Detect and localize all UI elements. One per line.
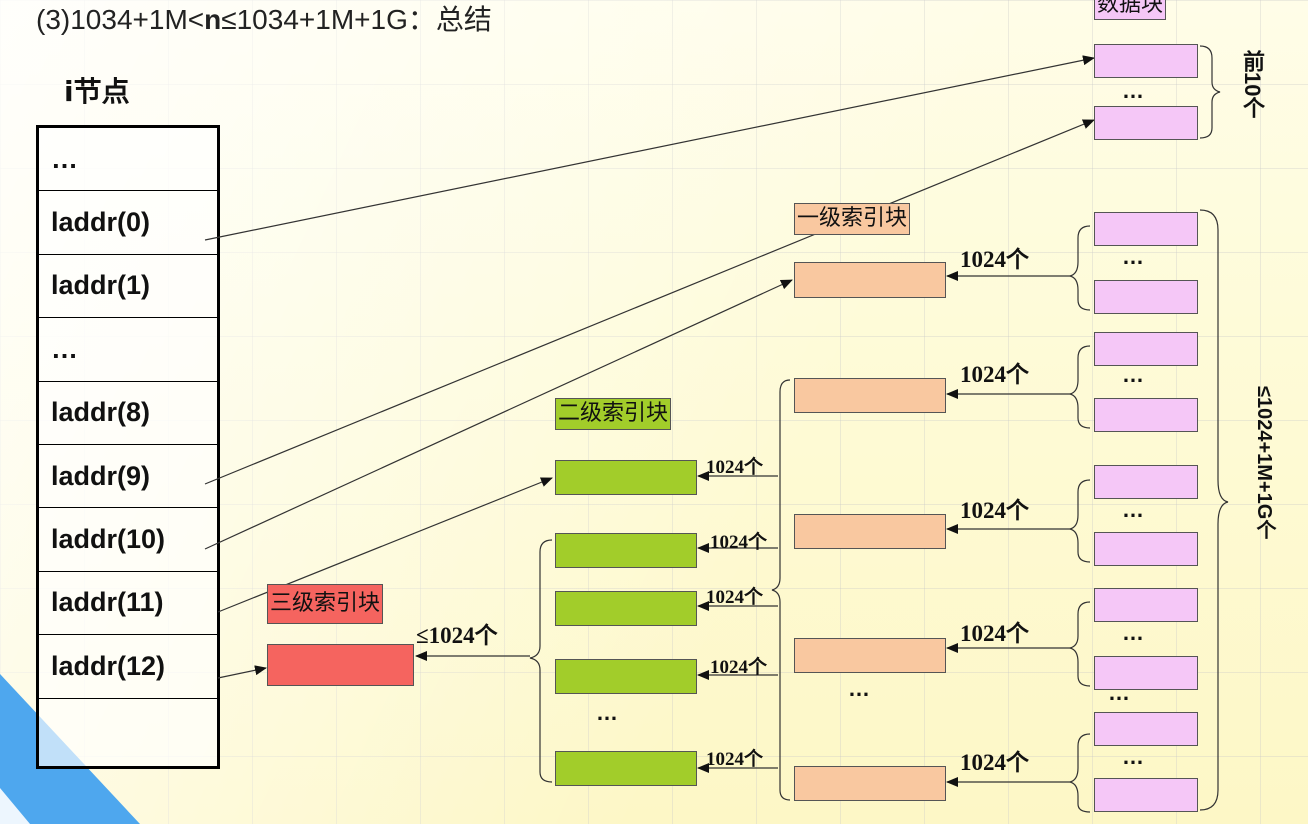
inode-row-laddr12: laddr(12) <box>39 635 217 699</box>
second-level-block <box>555 659 697 694</box>
inode-row-laddr9: laddr(9) <box>39 445 217 509</box>
second-level-block <box>555 460 697 495</box>
data-block <box>1094 656 1198 690</box>
data-block <box>1094 398 1198 432</box>
inode-row-laddr0: laddr(0) <box>39 191 217 255</box>
data-block <box>1094 712 1198 746</box>
ellipsis: … <box>1122 244 1144 269</box>
count-label: 1024个 <box>960 498 1029 523</box>
count-label: 1024个 <box>706 749 764 770</box>
data-block <box>1094 280 1198 314</box>
second-level-block <box>555 751 697 786</box>
inode-row-laddr10: laddr(10) <box>39 508 217 572</box>
data-block <box>1094 778 1198 812</box>
data-block-label: 数据块 <box>1094 0 1167 20</box>
count-label: 1024个 <box>960 362 1029 387</box>
ellipsis: … <box>1122 362 1144 387</box>
data-block <box>1094 332 1198 366</box>
count-label: 1024个 <box>960 247 1029 272</box>
ellipsis: … <box>596 700 618 725</box>
first-level-label: 一级索引块 <box>794 203 911 235</box>
third-level-label: 三级索引块 <box>267 584 384 624</box>
ellipsis: … <box>1122 744 1144 769</box>
third-level-block <box>267 644 414 686</box>
ellipsis: … <box>848 676 870 701</box>
inode-label: i节点 <box>64 75 130 108</box>
first-level-block <box>794 766 946 801</box>
data-block <box>1094 212 1198 246</box>
ellipsis: … <box>1108 680 1130 705</box>
count-label: 1024个 <box>706 587 764 608</box>
second-level-block <box>555 533 697 568</box>
inode-row-laddr11: laddr(11) <box>39 572 217 636</box>
inode-row: … <box>39 318 217 382</box>
total-count-label: ≤1024+1M+1G个 <box>1253 386 1275 540</box>
inode-table: … laddr(0) laddr(1) … laddr(8) laddr(9) … <box>36 125 220 769</box>
title-bold: n <box>204 4 222 35</box>
title-part1: 1034+1M< <box>70 4 205 35</box>
page-title: (3)1034+1M<n≤1034+1M+1G：总结 <box>36 0 492 38</box>
second-level-block <box>555 591 697 626</box>
data-block <box>1094 465 1198 499</box>
ellipsis: … <box>1122 78 1144 103</box>
data-block <box>1094 532 1198 566</box>
first10-label: 前10个 <box>1240 50 1265 119</box>
first-level-block <box>794 638 946 673</box>
first-level-block <box>794 378 946 413</box>
count-label: 1024个 <box>960 621 1029 646</box>
first-level-block <box>794 262 946 298</box>
ellipsis: … <box>1122 497 1144 522</box>
ellipsis: … <box>1122 620 1144 645</box>
data-block <box>1094 44 1198 78</box>
inode-row-laddr1: laddr(1) <box>39 255 217 319</box>
data-block <box>1094 588 1198 622</box>
second-level-label: 二级索引块 <box>555 398 672 430</box>
count-label: 1024个 <box>710 532 768 553</box>
corner-decoration-highlight <box>0 788 30 824</box>
inode-row: … <box>39 128 217 192</box>
first-level-block <box>794 514 946 549</box>
count-label: 1024个 <box>710 657 768 678</box>
data-block <box>1094 106 1198 140</box>
title-part2: ≤1034+1M+1G：总结 <box>221 4 492 35</box>
count-label: 1024个 <box>960 750 1029 775</box>
count-label: 1024个 <box>706 457 764 478</box>
inode-row-laddr8: laddr(8) <box>39 382 217 445</box>
count-label-le: ≤1024个 <box>416 623 498 648</box>
title-prefix: (3) <box>36 4 71 35</box>
